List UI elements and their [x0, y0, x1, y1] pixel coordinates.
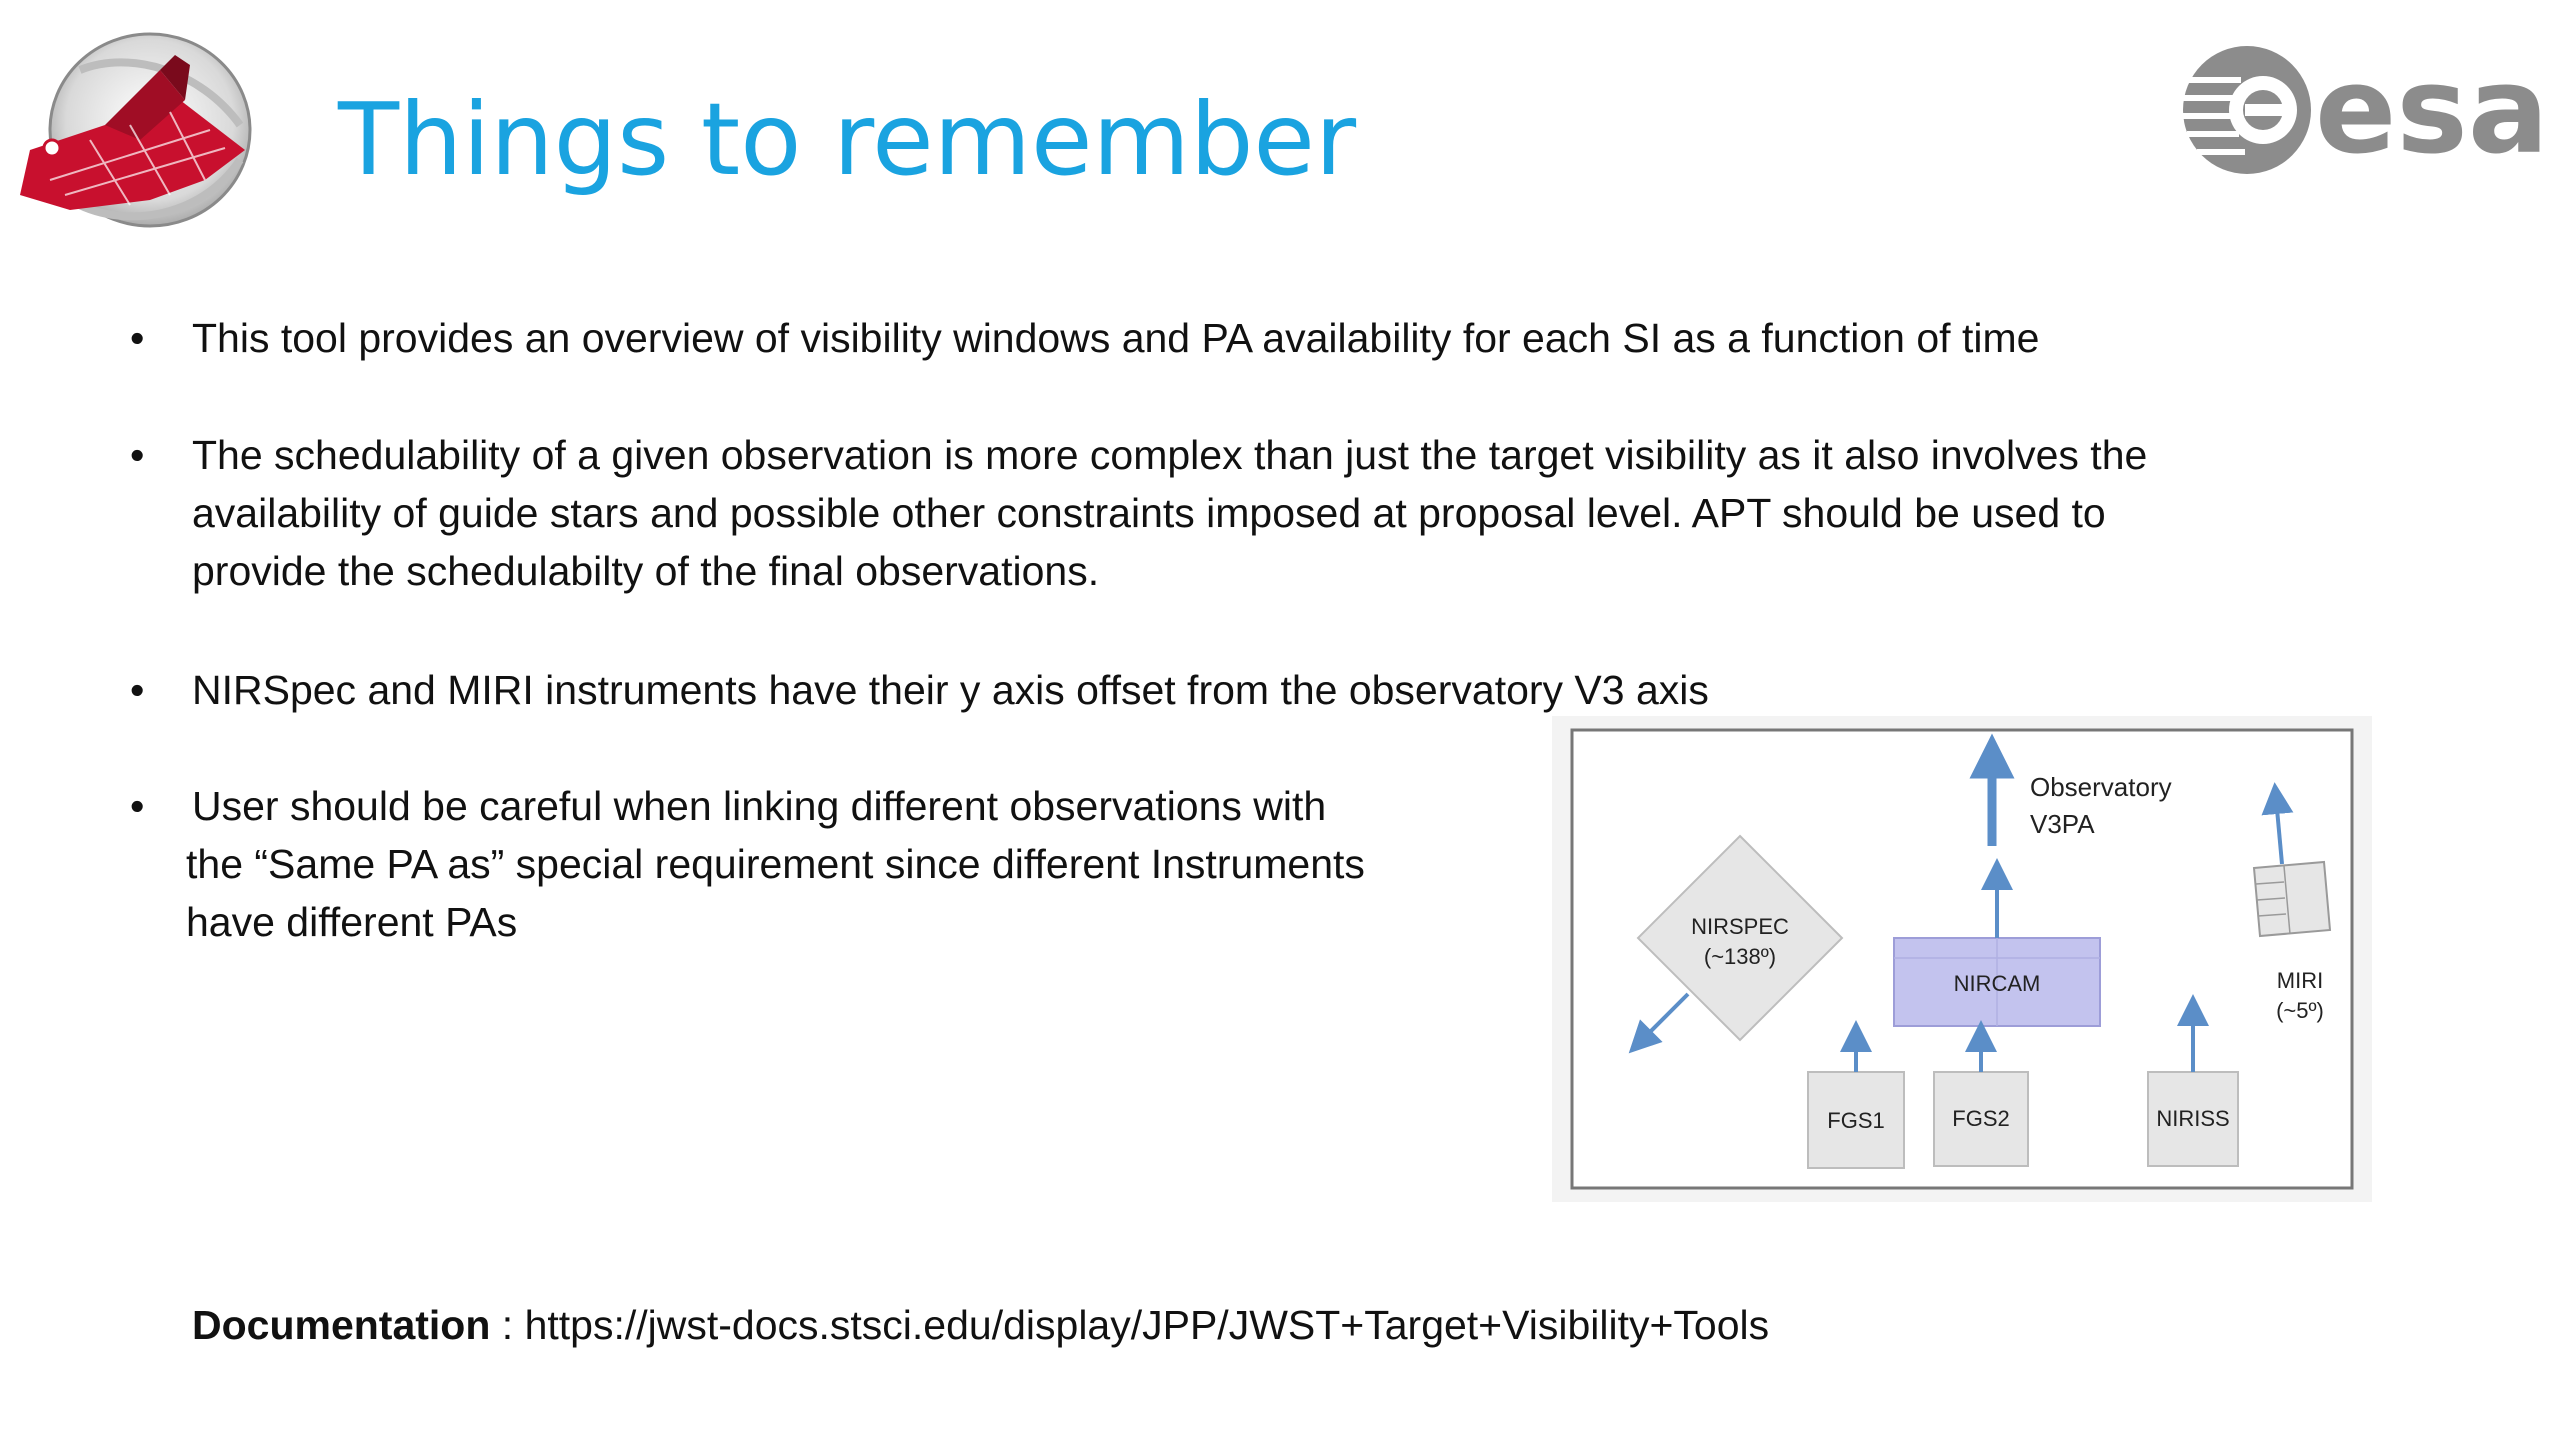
nirspec-angle: (~138º) [1704, 944, 1776, 969]
bullet-line: The schedulability of a given observatio… [192, 432, 2148, 478]
niriss-label: NIRISS [2156, 1106, 2229, 1131]
bullet-marker: • [130, 667, 145, 713]
bullet-marker: • [130, 432, 145, 478]
bullet-marker: • [130, 783, 145, 829]
instrument-layout-diagram: Observatory V3PA NIRSPEC (~138º) NIRCAM … [1552, 716, 2372, 1202]
bullet-line: the “Same PA as” special requirement sin… [186, 841, 1365, 887]
miri-angle: (~5º) [2276, 998, 2324, 1023]
miri-divider [2283, 865, 2291, 935]
observatory-label: Observatory [2030, 772, 2172, 802]
bullet-line: This tool provides an overview of visibi… [192, 315, 2040, 361]
bullet-marker: • [130, 315, 145, 361]
miri-divider [2255, 881, 2285, 885]
esa-logo-text: esa [2315, 42, 2549, 180]
documentation-separator: : [490, 1302, 525, 1348]
fgs1-box [1807, 1071, 1905, 1169]
fgs2-box [1933, 1071, 2029, 1167]
fgs1-label: FGS1 [1827, 1108, 1884, 1133]
slide-title: Things to remember [338, 81, 1357, 198]
documentation-label: Documentation [192, 1302, 491, 1348]
miri-box [2252, 860, 2332, 938]
nirspec-box [1636, 834, 1844, 1042]
bullet-text: This tool provides an overview of visibi… [192, 309, 2039, 367]
documentation-line: Documentation : https://jwst-docs.stsci.… [192, 1296, 1769, 1354]
nirspec-arrow [1628, 992, 1690, 1054]
bullet-line: NIRSpec and MIRI instruments have their … [192, 667, 1709, 713]
niriss-box [2147, 1071, 2239, 1167]
miri-arrow [2261, 782, 2294, 865]
nircam-label: NIRCAM [1954, 971, 2041, 996]
v3pa-label: V3PA [2030, 809, 2095, 839]
miri-divider [2257, 913, 2287, 917]
miri-label: MIRI [2277, 968, 2323, 993]
bullet-text: The schedulability of a given observatio… [192, 426, 2147, 600]
bullet-line: availability of guide stars and possible… [192, 490, 2106, 536]
fgs2-label: FGS2 [1952, 1106, 2009, 1131]
esa-logo: esa [2183, 42, 2549, 180]
bullet-line: have different PAs [186, 899, 518, 945]
nirspec-label: NIRSPEC [1691, 914, 1789, 939]
jwst-logo [20, 32, 252, 228]
bullet-text: User should be careful when linking diff… [186, 777, 1365, 951]
bullet-line: User should be careful when linking diff… [192, 783, 1327, 829]
bullet-line: provide the schedulabilty of the final o… [192, 548, 1100, 594]
miri-divider [2256, 897, 2286, 901]
documentation-url[interactable]: https://jwst-docs.stsci.edu/display/JPP/… [524, 1302, 1770, 1348]
bullet-text: NIRSpec and MIRI instruments have their … [192, 661, 1709, 719]
